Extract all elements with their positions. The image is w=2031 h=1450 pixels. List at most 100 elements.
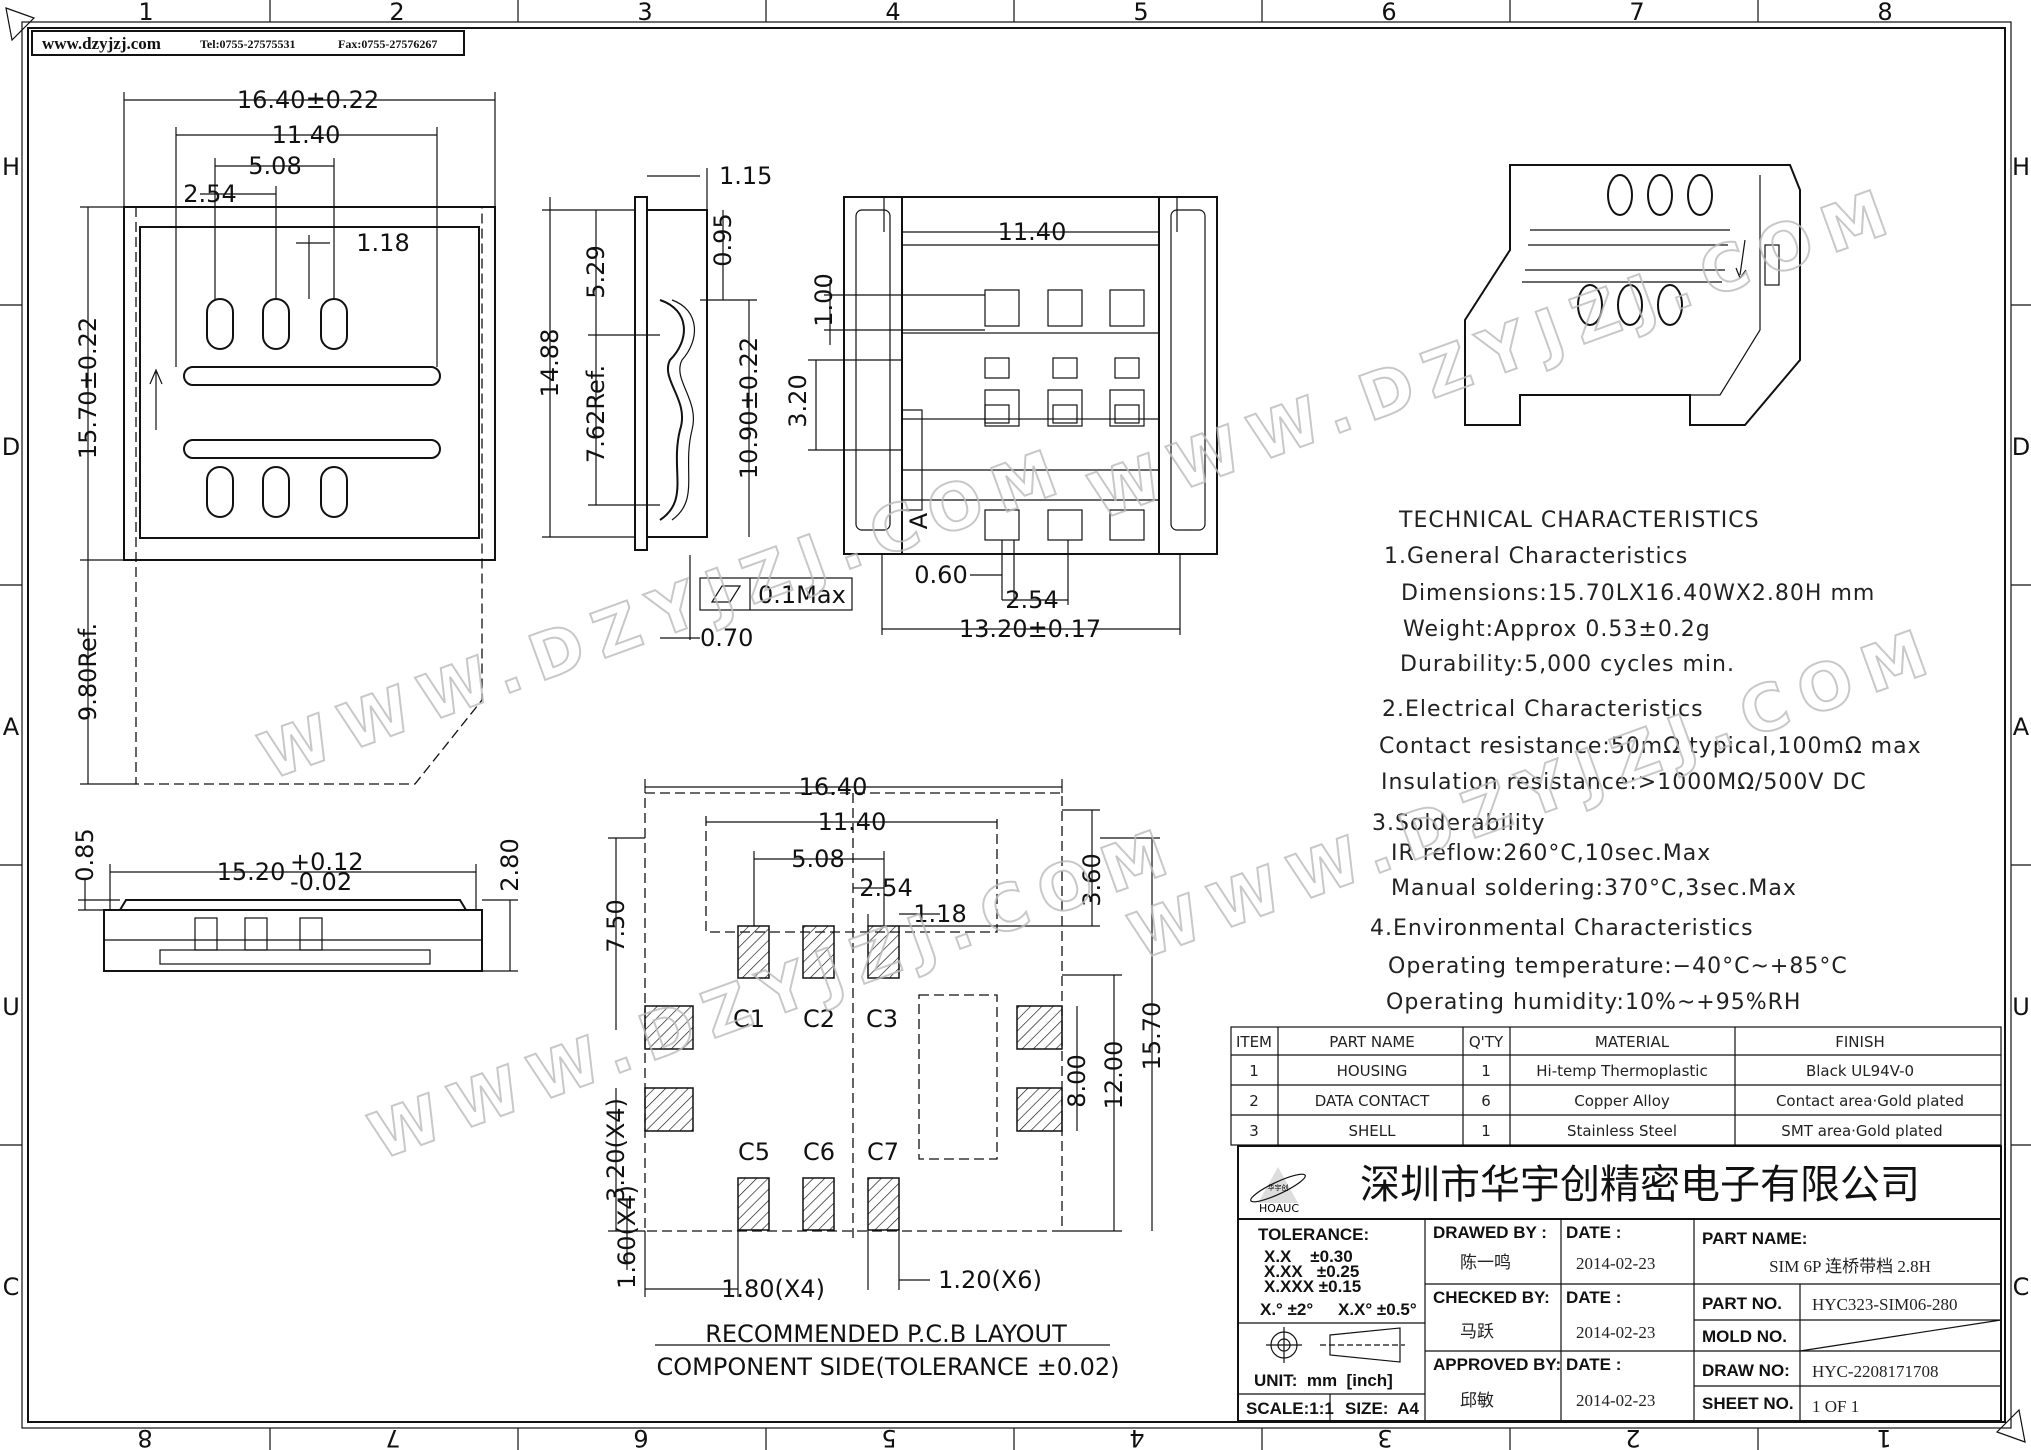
dim-card-ref: 9.80Ref. [74, 623, 102, 721]
grid-number: 3 [1377, 1424, 1392, 1450]
tech-line: 1.General Characteristics [1384, 544, 1688, 569]
bom-header-cell: ITEM [1236, 1033, 1272, 1051]
pcb-title: RECOMMENDED P.C.B LAYOUT [705, 1320, 1067, 1348]
grid-letter: U [2012, 993, 2030, 1021]
isometric-view [1464, 164, 1801, 426]
grid-number: 5 [1133, 0, 1148, 26]
bom-cell: HOUSING [1337, 1062, 1408, 1080]
bom-cell: 6 [1481, 1092, 1491, 1110]
tech-line: 3.Solderability [1372, 811, 1546, 836]
dim-800: 8.00 [1063, 1054, 1091, 1107]
dim-pitch-508: 5.08 [248, 152, 301, 180]
pad-label: C3 [866, 1005, 898, 1033]
tolerance-label: TOLERANCE: [1258, 1225, 1369, 1244]
title-block: 华宇创 HOAUC 深圳市华宇创精密电子有限公司 TOLERANCE: X.X … [1237, 1145, 2002, 1422]
insert-direction-arrow-icon [149, 368, 163, 430]
bom-cell: 2 [1249, 1092, 1259, 1110]
bom-cell: Black UL94V-0 [1806, 1062, 1914, 1080]
tech-line: Operating temperature:−40°C~+85°C [1388, 954, 1848, 979]
bom-header-cell: PART NAME [1329, 1033, 1415, 1051]
grid-number: 4 [1129, 1424, 1144, 1450]
bom-header: ITEM PART NAME Q'TY MATERIAL FINISH [1236, 1033, 1885, 1051]
dim-1140: 11.40 [818, 808, 887, 836]
bom-cell: 1 [1249, 1062, 1259, 1080]
date-label: DATE : [1566, 1355, 1621, 1374]
tech-line: IR reflow:260°C,10sec.Max [1391, 841, 1711, 866]
tech-line: Dimensions:15.70LX16.40WX2.80H mm [1401, 581, 1875, 606]
dim-width-inner: 11.40 [272, 121, 341, 149]
dim-contact-width: 1.18 [356, 229, 409, 257]
dim-1090: 10.90±0.22 [735, 337, 763, 479]
dim-width-overall: 16.40±0.22 [237, 86, 379, 114]
checked-by: 马跃 [1460, 1322, 1494, 1341]
grid-number: 1 [1876, 1424, 1891, 1450]
dim-254: 2.54 [859, 874, 912, 902]
grid-letter: D [2, 433, 20, 461]
pad-label: C1 [733, 1005, 765, 1033]
draw-no: HYC-2208171708 [1812, 1362, 1939, 1381]
scale-label: SCALE:1:1 [1246, 1399, 1334, 1418]
website-link[interactable]: www.dzyjzj.com [42, 34, 161, 53]
tech-line: Durability:5,000 cycles min. [1400, 652, 1735, 677]
tech-title: TECHNICAL CHARACTERISTICS [1398, 508, 1760, 533]
dim-320x4: 3.20(X4) [602, 1098, 630, 1202]
date-label: DATE : [1566, 1288, 1621, 1307]
dim-095: 0.95 [709, 213, 737, 266]
dim-508: 5.08 [791, 845, 844, 873]
fax-text: Fax:0755-27576267 [338, 37, 437, 51]
bom-cell: Hi-temp Thermoplastic [1536, 1062, 1707, 1080]
bom-cell: 3 [1249, 1122, 1259, 1140]
dim-118: 1.18 [913, 900, 966, 928]
grid-sides: H D A U C H D A U C [0, 153, 2031, 1301]
flatness-icon [710, 585, 742, 603]
company-name: 深圳市华宇创精密电子有限公司 [1360, 1162, 1920, 1208]
grid-number: 4 [885, 0, 900, 26]
draw-no-label: DRAW NO: [1702, 1361, 1790, 1380]
tolerance-value: X.XXX ±0.15 [1264, 1277, 1361, 1296]
grid-letter: C [2013, 1273, 2030, 1301]
tech-line: 4.Environmental Characteristics [1370, 916, 1754, 941]
dim-180x4: 1.80(X4) [721, 1275, 825, 1303]
sheet-no-label: SHEET NO. [1702, 1394, 1794, 1413]
company-logo: 华宇创 HOAUC [1250, 1167, 1306, 1215]
bom-header-cell: MATERIAL [1595, 1033, 1670, 1051]
pad-label: C5 [738, 1138, 770, 1166]
dim-pitch-254: 2.54 [183, 180, 236, 208]
approved-by-label: APPROVED BY: [1433, 1355, 1561, 1374]
table-row: 2 DATA CONTACT 6 Copper Alloy Contact ar… [1249, 1092, 1964, 1110]
grid-top: 1 2 3 4 5 6 7 8 [138, 0, 1893, 26]
dim-160x4: 1.60(X4) [613, 1185, 641, 1289]
tech-line: Manual soldering:370°C,3sec.Max [1391, 876, 1797, 901]
orientation-mark-icon [1995, 1408, 2026, 1443]
bom-cell: Stainless Steel [1567, 1122, 1677, 1140]
approved-by: 邱敏 [1460, 1391, 1494, 1410]
dim-750: 7.50 [602, 899, 630, 952]
dim-529: 5.29 [582, 245, 610, 298]
pad-label: C2 [803, 1005, 835, 1033]
grid-number: 5 [881, 1424, 896, 1450]
technical-characteristics: TECHNICAL CHARACTERISTICS 1.General Char… [1370, 508, 1921, 1015]
grid-number: 2 [1625, 1424, 1640, 1450]
orientation-mark-icon [5, 7, 36, 42]
grid-letter: U [2, 993, 20, 1021]
grid-letter: D [2012, 433, 2030, 461]
grid-number: 3 [637, 0, 652, 26]
insert-direction-arrow-icon [1735, 239, 1747, 280]
bom-cell: Copper Alloy [1574, 1092, 1670, 1110]
bom-table: ITEM PART NAME Q'TY MATERIAL FINISH 1 HO… [1230, 1026, 2002, 1146]
bom-cell: 1 [1481, 1062, 1491, 1080]
dim-115: 1.15 [719, 162, 772, 190]
watermark-text: WWW.DZYJZJ.COM [360, 813, 1190, 1175]
pcb-pads [644, 925, 1063, 1231]
dim-length: 15.70±0.22 [74, 317, 102, 459]
checked-by-label: CHECKED BY: [1433, 1288, 1550, 1307]
dim-060: 0.60 [914, 561, 967, 589]
tech-line: Operating humidity:10%~+95%RH [1386, 990, 1801, 1015]
projection-symbol-icon [1266, 1327, 1405, 1363]
grid-bottom: 1 2 3 4 5 6 7 8 [137, 1424, 1892, 1450]
front-view: A 11.40 1.00 3.20 0.60 2.54 13.20±0.17 [784, 196, 1218, 643]
table-row: 1 HOUSING 1 Hi-temp Thermoplastic Black … [1249, 1062, 1914, 1080]
dim-254: 2.54 [1005, 586, 1058, 614]
tol-minus: -0.02 [290, 868, 352, 896]
